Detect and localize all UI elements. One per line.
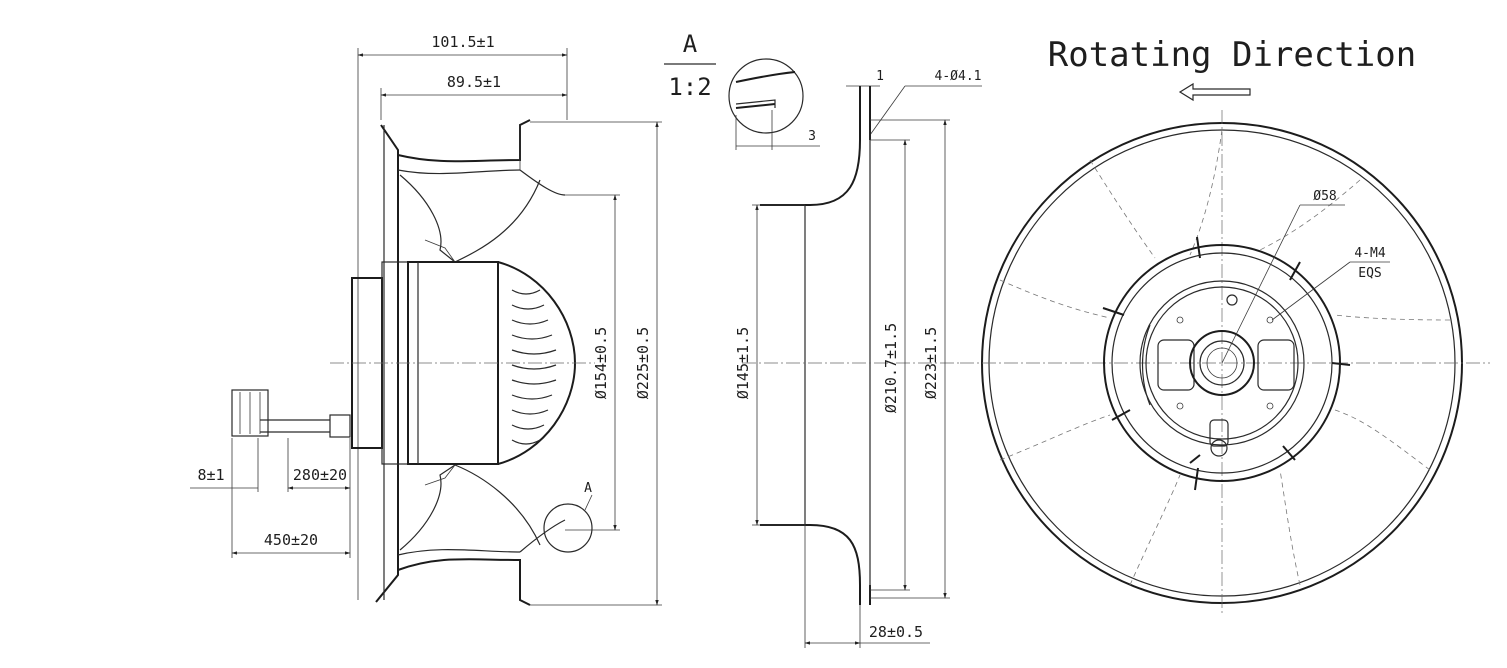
connector — [231, 389, 269, 437]
detail-a-circle — [543, 503, 593, 553]
detail-a-leader — [584, 494, 593, 511]
cable-gland — [329, 414, 351, 438]
dim-thread: 4-M4 — [1354, 246, 1385, 261]
hub-arc-left — [1141, 324, 1151, 406]
dim-thread-note: EQS — [1358, 266, 1381, 281]
detail-profile-step — [735, 99, 776, 108]
blade-top — [399, 174, 456, 263]
dim-diameter-210: Ø210.7±1.5 — [882, 323, 900, 413]
section-scale: 1:2 — [668, 73, 711, 101]
shroud-top-lip — [519, 169, 566, 196]
blade-root-bottom — [424, 464, 456, 486]
bolt-hole-2 — [1176, 316, 1184, 324]
front-view: Rotating Direction — [960, 35, 1490, 615]
dim-diameter-145: Ø145±1.5 — [734, 327, 752, 399]
blade-root-top — [424, 239, 456, 263]
dim-diameter-225: Ø225±0.5 — [634, 327, 652, 399]
holes-leader — [869, 85, 906, 136]
hub-cutout-left — [1157, 339, 1195, 391]
dim-shaft-diameter: Ø58 — [1313, 189, 1336, 204]
blade-top-back — [454, 179, 541, 263]
detail-circle — [728, 58, 804, 134]
shroud-top-inner — [397, 169, 521, 175]
rotation-arrow-icon — [1178, 82, 1251, 102]
hub-clips — [1102, 236, 1351, 491]
detail-profile-top — [735, 71, 796, 83]
cable-exit — [1209, 419, 1229, 447]
back-plate — [375, 124, 399, 603]
shaft — [1199, 340, 1245, 386]
dim-overall-length: 101.5±1 — [431, 33, 494, 51]
bolt-hole-4 — [1266, 402, 1274, 410]
dim-flange-1: 1 — [876, 69, 884, 84]
impeller-blades — [999, 129, 1451, 586]
hub-inner — [1139, 280, 1305, 446]
rotating-direction-title: Rotating Direction — [1048, 35, 1416, 75]
section-a-detail: A 1:2 3 — [664, 30, 820, 150]
cable-exit-ring — [1210, 439, 1228, 457]
section-letter: A — [683, 30, 698, 58]
shroud-bottom-lip — [519, 519, 566, 553]
ring-profile-top — [760, 86, 861, 206]
dim-holes: 4-Ø4.1 — [935, 69, 982, 84]
shaft-boss — [1189, 330, 1255, 396]
cooling-fins — [511, 289, 557, 445]
side-view: 101.5±1 89.5±1 — [190, 33, 662, 606]
detail-dim-3: 3 — [808, 129, 816, 144]
dim-impeller-length: 89.5±1 — [447, 73, 501, 91]
blade-bottom-back — [454, 464, 541, 546]
dim-cable-total: 450±20 — [264, 531, 318, 549]
dim-cable-strip: 8±1 — [197, 466, 224, 484]
dim-diameter-154: Ø154±0.5 — [592, 327, 610, 399]
shroud-bottom-inner — [397, 549, 521, 556]
dim-cable-inner: 280±20 — [293, 466, 347, 484]
bolt-hole-3 — [1176, 402, 1184, 410]
thread-leader — [1271, 261, 1351, 321]
detail-a-marker: A — [584, 481, 592, 496]
hub-cutout-right — [1257, 339, 1295, 391]
bolt-hole-top — [1226, 294, 1238, 306]
hub-bolt-circle — [1145, 286, 1299, 440]
shaft-leader — [1221, 204, 1301, 364]
bolt-hole-1 — [1266, 316, 1274, 324]
blade-bottom — [399, 464, 456, 551]
shroud-bottom — [397, 558, 531, 606]
inlet-ring-view: 1 4-Ø4.1 Ø145±1.5 Ø210.7±1.5 Ø223±1.5 28… — [734, 69, 982, 648]
shroud-top — [397, 119, 531, 163]
cable — [260, 419, 330, 433]
dim-depth: 28±0.5 — [869, 623, 923, 641]
shaft-bore — [1206, 347, 1238, 379]
ring-profile-bottom — [760, 524, 861, 605]
detail-profile-bottom — [735, 103, 776, 109]
dim-diameter-223: Ø223±1.5 — [922, 327, 940, 399]
